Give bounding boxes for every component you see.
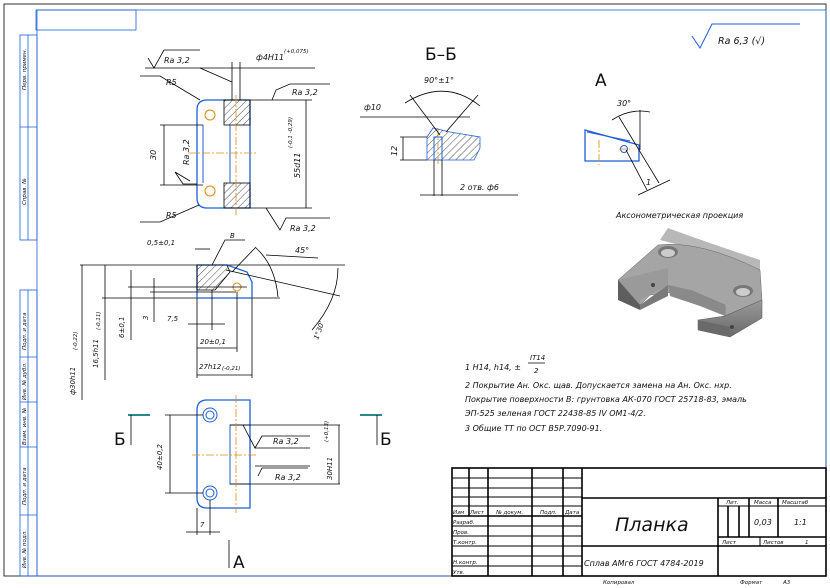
drawing-text: Покрытие поверхности В: грунтовка АК-070… bbox=[465, 395, 747, 404]
drawing-text: Утв. bbox=[453, 570, 465, 576]
drawing-text: Б–Б bbox=[425, 45, 457, 65]
section-mark-right: Б bbox=[380, 430, 392, 450]
drawing-text: 0,5±0,1 bbox=[147, 239, 175, 247]
strip-label: Взам. инв. № bbox=[22, 407, 28, 445]
drawing-text: ЭП-525 зеленая ГОСТ 22438-85 IV ОМ1-4/2. bbox=[464, 409, 646, 418]
view-a: А 30° 1 Аксонометрическая проекция bbox=[584, 71, 743, 220]
drawing-text: В bbox=[230, 232, 235, 240]
drawing-text: (+0,13) bbox=[324, 421, 330, 442]
title-block: Изм Лист № докум. Подп. Дата Разраб. Про… bbox=[451, 467, 827, 586]
drawing-text: 1 bbox=[646, 178, 651, 187]
drawing-text: Ra 3,2 bbox=[164, 56, 190, 65]
strip-label: Перв. примен. bbox=[22, 48, 28, 90]
drawing-text: R5 bbox=[166, 211, 177, 220]
drawing-text: Т.контр. bbox=[453, 540, 477, 546]
drawing-text: Ra 3,2 bbox=[292, 88, 318, 97]
drawing-text: (-0,1 -0,29) bbox=[288, 117, 294, 148]
axonometric-model bbox=[617, 228, 763, 338]
drawing-text: 20±0,1 bbox=[200, 338, 226, 346]
section-bb: Б–Б 90°±1° ф10 12 2 отв. ф6 bbox=[360, 45, 518, 196]
drawing-text: 30° bbox=[617, 99, 631, 108]
drawing-text: 3 Общие ТТ по ОСТ В5Р.7090-91. bbox=[465, 424, 602, 433]
drawing-text: 2 bbox=[534, 367, 539, 375]
view-side: ф30h11 (-0,22) 16,5h11 (-0,11) 6±0,1 3 7… bbox=[69, 232, 345, 400]
drawing-text: Лист bbox=[469, 510, 485, 516]
drawing-text: 16,5h11 bbox=[92, 339, 100, 368]
drawing-text: Копировал bbox=[603, 580, 635, 586]
drawing-text: 40±0,2 bbox=[156, 444, 164, 470]
drawing-text: 45° bbox=[295, 246, 309, 255]
drawing-text: 6±0,1 bbox=[118, 317, 126, 338]
drawing-text: IT14 bbox=[530, 354, 545, 362]
drawing-text: (-0,21) bbox=[222, 366, 241, 372]
drawing-text: Н.контр. bbox=[453, 560, 478, 566]
drawing-text: 27h12 bbox=[199, 363, 222, 371]
technical-notes: 1 H14, h14, ± IT14 2 2 Покрытие Ан. Окс.… bbox=[464, 354, 747, 433]
drawing-text: Ra 3,2 bbox=[182, 139, 191, 165]
drawing-text: Аксонометрическая проекция bbox=[615, 211, 743, 220]
drawing-text: ф4H11 bbox=[256, 53, 284, 62]
drawing-text: Ra 3,2 bbox=[275, 473, 301, 482]
drawing-text: R5 bbox=[166, 78, 177, 87]
drawing-text: ф30h11 bbox=[69, 367, 77, 395]
drawing-text: 7 bbox=[200, 521, 205, 529]
drawing-text: 12 bbox=[390, 146, 399, 156]
strip-label: Инв. № дубл. bbox=[22, 362, 28, 400]
drawing-text: Ra 3,2 bbox=[290, 224, 316, 233]
drawing-text: 30 bbox=[149, 150, 158, 160]
drawing-text: 0,03 bbox=[754, 518, 772, 527]
drawing-text: 1:1 bbox=[794, 518, 807, 527]
view-top: 40±0,2 30H11 (+0,13) Ra 3,2 Ra 3,2 7 Б Б… bbox=[114, 395, 392, 573]
drawing-text: 1°30' bbox=[312, 320, 326, 340]
drawing-text: 1 H14, h14, ± bbox=[465, 363, 521, 372]
drawing-text: № докум. bbox=[495, 510, 523, 516]
material: Сплав АМг6 ГОСТ 4784-2019 bbox=[584, 559, 704, 568]
drawing-text: А bbox=[595, 71, 607, 91]
drawing-text: Подп. bbox=[540, 510, 557, 516]
drawing-text: Дата bbox=[564, 510, 580, 516]
drawing-text: Изм bbox=[453, 510, 464, 516]
drawing-text: (+0,075) bbox=[284, 49, 309, 55]
drawing-text: Ra 3,2 bbox=[273, 437, 299, 446]
drawing-text: Масса bbox=[754, 500, 772, 506]
drawing-text: 7,5 bbox=[167, 315, 179, 323]
strip-label: Справ. № bbox=[22, 178, 28, 205]
general-roughness: Ra 6,3 (√) bbox=[691, 23, 800, 49]
drawing-text: (-0,11) bbox=[96, 311, 102, 330]
top-stamp-box bbox=[35, 9, 137, 31]
drawing-text: Листов bbox=[762, 540, 784, 546]
drawing-text: 2 отв. ф6 bbox=[460, 183, 499, 192]
drawing-text: 3 bbox=[142, 316, 150, 320]
strip-label: Подп. и дата bbox=[22, 467, 28, 505]
view-front: 30 55d11 (-0,1 -0,29) ф4H11 (+0,075) Ra … bbox=[140, 49, 330, 233]
drawing-text: Пров. bbox=[453, 530, 469, 536]
strip-label: Инв. № подл. bbox=[22, 530, 28, 568]
side-strip: Перв. примен. Справ. № Подп. и дата Инв.… bbox=[19, 34, 38, 577]
drawing-text: 2 Покрытие Ан. Окс. щав. Допускается зам… bbox=[465, 381, 732, 390]
strip-label: Подп. и дата bbox=[22, 312, 28, 350]
drawing-text: 1 bbox=[805, 540, 809, 546]
drawing-text: 90°±1° bbox=[424, 76, 454, 85]
drawing-text: 30H11 bbox=[326, 457, 334, 480]
drawing-text: 55d11 bbox=[293, 153, 302, 178]
section-mark-left: Б bbox=[114, 430, 126, 450]
drawing-text: Разраб. bbox=[453, 520, 475, 526]
drawing-text: ф10 bbox=[364, 103, 381, 112]
drawing-text: Формат bbox=[740, 580, 763, 586]
drawing-text: Ra 6,3 (√) bbox=[718, 36, 765, 47]
drawing-text: A3 bbox=[782, 580, 791, 586]
drawing-text: Лит. bbox=[725, 500, 739, 506]
view-mark-a: А bbox=[233, 553, 245, 573]
drawing-text: Лист bbox=[721, 540, 737, 546]
drawing-title: Планка bbox=[615, 514, 689, 536]
drawing-text: (-0,22) bbox=[73, 331, 79, 350]
drawing-text: Масштаб bbox=[782, 500, 809, 506]
